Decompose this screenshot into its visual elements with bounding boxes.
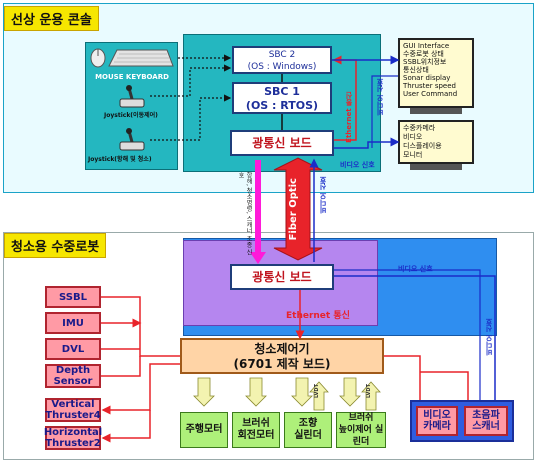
camera-link <box>384 356 420 400</box>
robot-video-vertical-label: 비디오 신호 <box>484 318 494 355</box>
lvdt-label: LVDT <box>366 384 372 398</box>
command-signal-label: 항해, 청소명령, 스캐너 조종 신호 <box>230 172 252 256</box>
link-video-label: 비디오 신호 <box>318 176 328 213</box>
console-video-label: 비디오 신호 <box>340 160 375 170</box>
robot-video-label: 비디오 신호 <box>398 264 433 274</box>
joystick2-link <box>150 98 230 140</box>
fiber-optic-label: Fiber Optic <box>288 178 299 240</box>
joystick1-link <box>150 68 230 96</box>
console-video-vertical-label: 비디오 신호 <box>375 78 385 115</box>
depth-link <box>101 356 140 376</box>
robot-video-line <box>334 276 495 400</box>
video-monitor-line <box>334 142 398 148</box>
ssbl-link <box>101 297 180 356</box>
scanner-link <box>420 372 468 400</box>
robot-ethernet-label: Ethernet 통신 <box>286 308 350 321</box>
lvdt-label: LVDT <box>314 384 320 398</box>
horizontal-thruster-link <box>103 410 150 438</box>
console-ethernet-label: Ethernet 통신 <box>344 92 354 143</box>
vertical-thruster-link <box>103 364 180 410</box>
